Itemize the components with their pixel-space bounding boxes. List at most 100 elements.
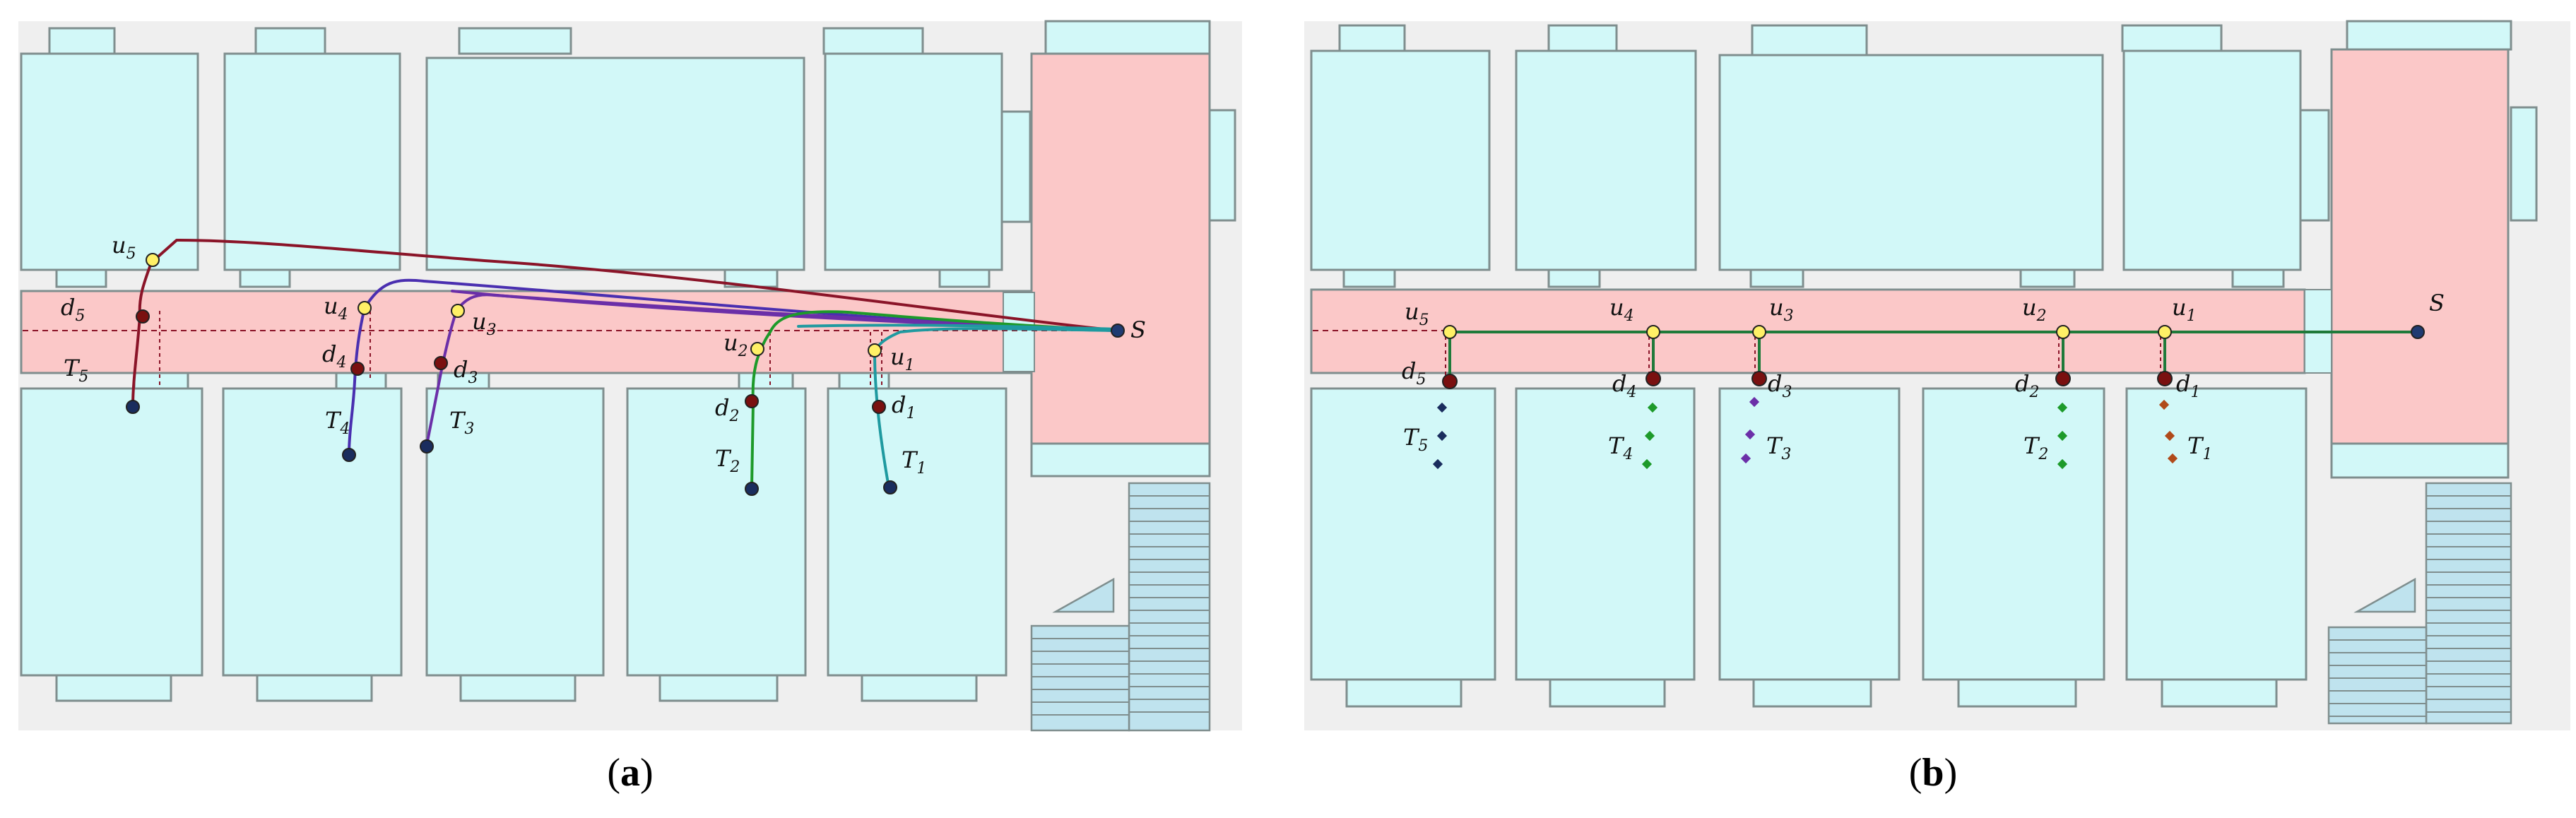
panel-a-stairs — [1030, 482, 1211, 732]
room-tab — [861, 674, 978, 702]
waypoint-u2 — [750, 342, 764, 356]
room-tab — [459, 674, 577, 702]
target-point-T1 — [883, 480, 897, 494]
dest-point-d1 — [2157, 371, 2173, 386]
label-source: S — [2429, 290, 2445, 316]
room-tab — [1000, 110, 1032, 223]
waypoint-u5 — [1443, 325, 1457, 339]
panel-a-labels: S u5 d5 T5 u4 d4 T4 u3 d3 T3 u2 d2 T2 u1… — [61, 232, 1146, 478]
room — [20, 52, 199, 271]
room — [222, 387, 403, 677]
label-u4: u4 — [1609, 294, 1634, 325]
label-d2: d2 — [715, 394, 739, 425]
panel-a-floorplan — [20, 20, 1236, 702]
label-T3: T3 — [1766, 432, 1791, 463]
caption-a: (a) — [607, 751, 653, 795]
label-T1: T1 — [902, 446, 926, 478]
room-tab — [658, 674, 779, 702]
dest-point-d5 — [1442, 374, 1458, 389]
waypoint-u3 — [451, 304, 465, 318]
target-point-T5 — [126, 400, 140, 414]
waypoint-u4 — [358, 301, 372, 315]
target-point-T3 — [420, 439, 434, 454]
label-u3: u3 — [472, 308, 497, 339]
dest-point-d2 — [2055, 371, 2071, 386]
dest-point-d4 — [350, 362, 365, 376]
target-point-T4 — [342, 448, 356, 462]
waypoint-u5 — [146, 253, 160, 267]
waypoint-u1 — [2158, 325, 2172, 339]
dest-point-d3 — [434, 356, 448, 370]
label-u2: u2 — [723, 329, 748, 360]
target-markers-T5 — [1432, 402, 1448, 470]
waypoint-u2 — [2056, 325, 2070, 339]
path-T4 — [348, 278, 1119, 455]
room-tab — [55, 674, 172, 702]
caption-b: (b) — [1909, 751, 1957, 795]
dest-point-d3 — [1751, 371, 1767, 386]
room — [20, 387, 203, 677]
label-d3: d3 — [1768, 370, 1792, 401]
label-u5: u5 — [1405, 298, 1429, 329]
door-tab — [55, 268, 107, 288]
dest-point-d1 — [872, 400, 886, 414]
panel-a: S u5 d5 T5 u4 d4 T4 u3 d3 T3 u2 d2 T2 u1… — [18, 20, 1242, 732]
label-d3: d3 — [454, 356, 478, 387]
target-point-T2 — [745, 482, 759, 496]
label-u1: u1 — [2172, 294, 2197, 325]
room — [827, 387, 1008, 677]
room — [1030, 442, 1211, 478]
path-T1-b — [797, 324, 1119, 331]
room — [626, 387, 807, 677]
label-u5: u5 — [112, 232, 136, 263]
dest-point-d5 — [136, 309, 150, 324]
label-d2: d2 — [2015, 370, 2039, 401]
panel-b-stairs — [2327, 482, 2512, 725]
label-u4: u4 — [324, 292, 348, 324]
room-tab — [458, 27, 572, 55]
panel-a-corridor-patch — [1003, 292, 1035, 372]
label-T5: T5 — [1403, 424, 1428, 455]
room — [425, 57, 805, 271]
room-tab — [256, 674, 373, 702]
room — [425, 387, 605, 677]
label-T5: T5 — [64, 355, 88, 386]
label-u2: u2 — [2022, 294, 2047, 325]
door-tab — [133, 372, 189, 390]
source-point — [2411, 325, 2425, 339]
waypoint-u1 — [868, 343, 882, 357]
dest-point-d2 — [745, 394, 759, 408]
label-T4: T4 — [1608, 432, 1633, 463]
panel-b-points — [1442, 325, 2425, 389]
label-T1: T1 — [2187, 432, 2212, 463]
door-tab — [738, 372, 794, 390]
door-tab — [239, 268, 291, 288]
label-T4: T4 — [325, 407, 350, 438]
room — [824, 52, 1003, 271]
panel-a-corridor — [20, 52, 1211, 445]
label-u3: u3 — [1769, 294, 1794, 325]
panel-a-points — [126, 253, 1125, 496]
panel-b-labels: S u5 d5 T5 u4 d4 T4 u3 d3 T3 u2 d2 T2 u1… — [1402, 290, 2445, 463]
room-tab — [254, 27, 326, 55]
label-d5: d5 — [1402, 357, 1426, 389]
door-tab — [335, 372, 387, 390]
label-d4: d4 — [1612, 370, 1636, 401]
source-point — [1111, 324, 1125, 338]
room — [223, 52, 401, 271]
room-tab — [1044, 20, 1211, 55]
room-tab — [48, 27, 116, 55]
label-d1: d1 — [892, 391, 916, 422]
waypoint-u3 — [1752, 325, 1766, 339]
room-tab — [822, 27, 924, 55]
panel-b-floorplan — [1310, 20, 2538, 708]
label-T2: T2 — [715, 445, 740, 476]
panel-b: S u5 d5 T5 u4 d4 T4 u3 d3 T3 u2 d2 T2 u1… — [1304, 20, 2570, 730]
label-d5: d5 — [61, 294, 85, 325]
label-d1: d1 — [2176, 370, 2200, 401]
label-source: S — [1130, 316, 1146, 343]
path-T2 — [750, 310, 1119, 489]
door-tab — [938, 268, 991, 288]
panel-b-guides — [1445, 336, 2161, 381]
